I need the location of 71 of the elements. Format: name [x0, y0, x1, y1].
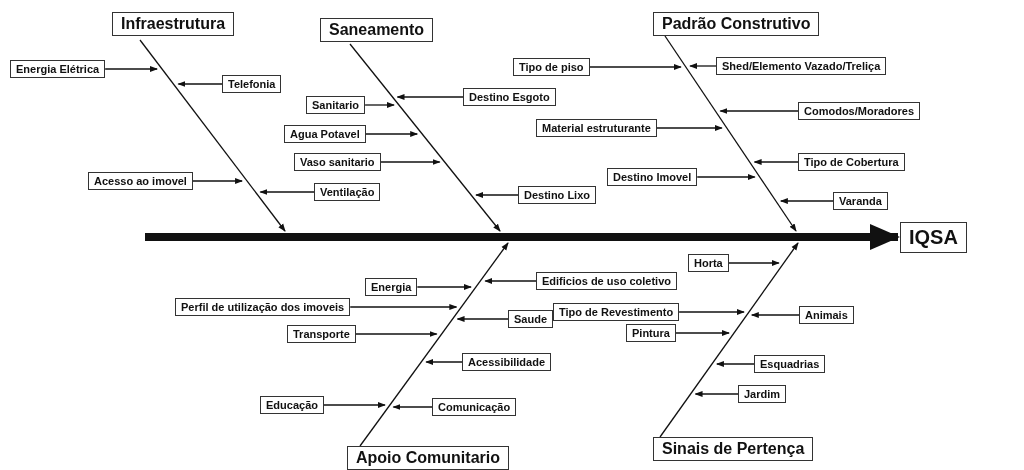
cause-box: Comodos/Moradores [798, 102, 920, 120]
cause-box: Tipo de piso [513, 58, 590, 76]
cause-box: Shed/Elemento Vazado/Treliça [716, 57, 887, 75]
arrow [392, 404, 433, 410]
arrow [656, 125, 723, 131]
arrow [323, 402, 386, 408]
category-box: Sinais de Pertença [653, 437, 814, 461]
cause-box: Perfil de utilização dos imoveis [175, 298, 351, 316]
arrow [396, 94, 464, 100]
cause-box: Material estruturante [536, 119, 657, 137]
arrow [355, 331, 438, 337]
arrow [750, 312, 800, 318]
arrow [753, 159, 799, 165]
cause-box: Edificios de uso coletivo [536, 272, 677, 290]
arrow [719, 108, 799, 114]
cause-box: Vaso sanitario [294, 153, 381, 171]
arrow [659, 242, 799, 438]
arrow [192, 178, 244, 184]
arrow [104, 66, 158, 72]
cause-box: Telefonia [222, 75, 282, 93]
arrow [715, 361, 755, 367]
cause-box: Animais [799, 306, 854, 324]
arrow [696, 174, 756, 180]
arrow [259, 189, 315, 195]
cause-box: Tipo de Revestimento [553, 303, 680, 321]
arrow [689, 63, 717, 69]
cause-box: Agua Potavel [284, 125, 366, 143]
cause-box: Destino Imovel [607, 168, 698, 186]
cause-box: Energia Elétrica [10, 60, 106, 78]
arrow [678, 309, 745, 315]
cause-box: Destino Lixo [518, 186, 596, 204]
arrow [728, 260, 780, 266]
arrow [364, 102, 395, 108]
arrow [664, 35, 797, 232]
cause-box: Jardim [738, 385, 787, 403]
arrow [675, 330, 730, 336]
arrow [139, 39, 286, 232]
arrow [779, 198, 834, 204]
arrow [425, 359, 463, 365]
cause-box: Saude [508, 310, 553, 328]
category-box: Infraestrutura [112, 12, 235, 36]
cause-box: Horta [688, 254, 729, 272]
arrow [416, 284, 472, 290]
arrow [365, 131, 419, 137]
cause-box: Ventilação [314, 183, 381, 201]
arrow [349, 304, 458, 310]
arrow [456, 316, 509, 322]
cause-box: Educação [260, 396, 324, 414]
arrow [359, 242, 509, 447]
arrow [475, 192, 519, 198]
arrow [484, 278, 537, 284]
cause-box: Comunicação [432, 398, 517, 416]
cause-box: Acessibilidade [462, 353, 552, 371]
arrow [349, 43, 501, 232]
arrow [588, 64, 682, 70]
cause-box: Pintura [626, 324, 676, 342]
cause-box: Esquadrias [754, 355, 826, 373]
category-box: Apoio Comunitario [347, 446, 509, 470]
effect-box: IQSA [900, 222, 967, 253]
arrow [694, 391, 739, 397]
arrow [379, 159, 441, 165]
arrow [177, 81, 223, 87]
category-box: Saneamento [320, 18, 434, 42]
cause-box: Destino Esgoto [463, 88, 556, 106]
cause-box: Sanitario [306, 96, 366, 114]
cause-box: Acesso ao imovel [88, 172, 193, 190]
cause-box: Transporte [287, 325, 356, 343]
cause-box: Varanda [833, 192, 888, 210]
category-box: Padrão Construtivo [653, 12, 820, 36]
cause-box: Energia [365, 278, 418, 296]
cause-box: Tipo de Cobertura [798, 153, 905, 171]
